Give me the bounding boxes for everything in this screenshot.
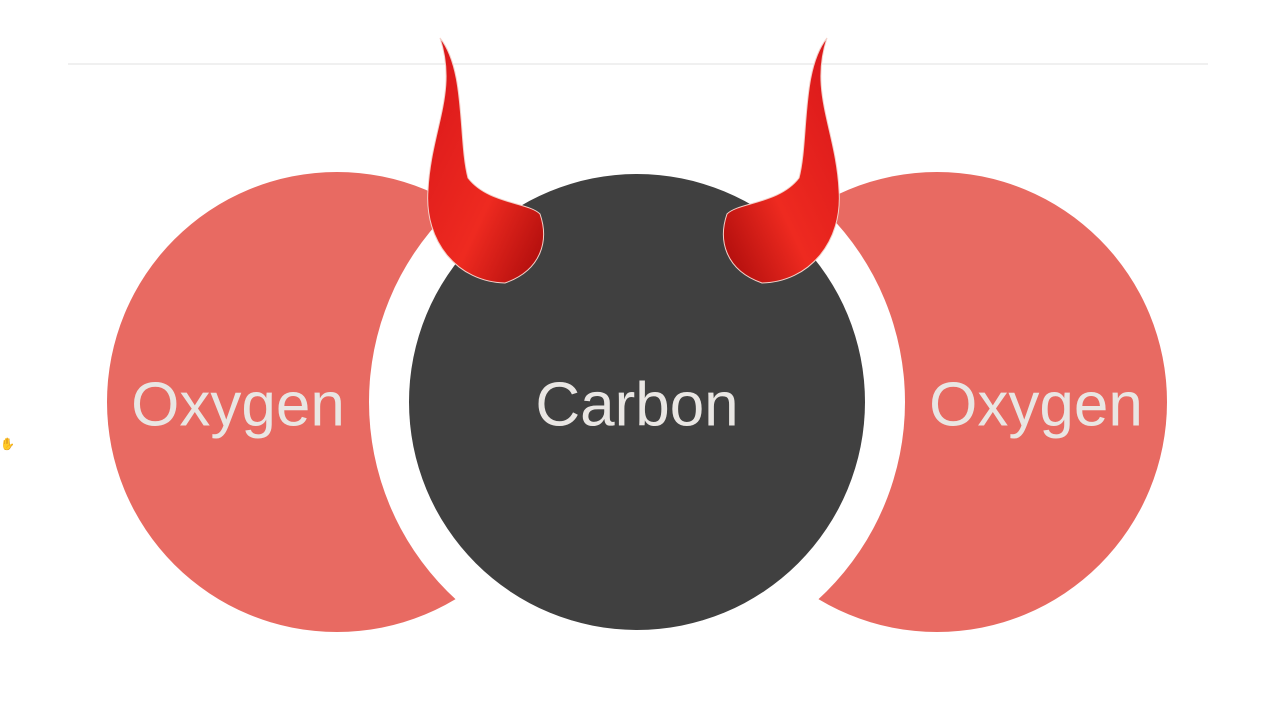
left-horn-icon [427, 37, 544, 284]
oxygen-label-right: Oxygen [929, 371, 1143, 440]
hand-cursor-icon: ✋ [0, 437, 15, 451]
devil-horns-icon [427, 37, 840, 284]
oxygen-label-left: Oxygen [131, 371, 345, 440]
carbon-label: Carbon [535, 371, 738, 440]
right-horn-icon [723, 37, 840, 284]
carbon-atom [409, 174, 865, 630]
